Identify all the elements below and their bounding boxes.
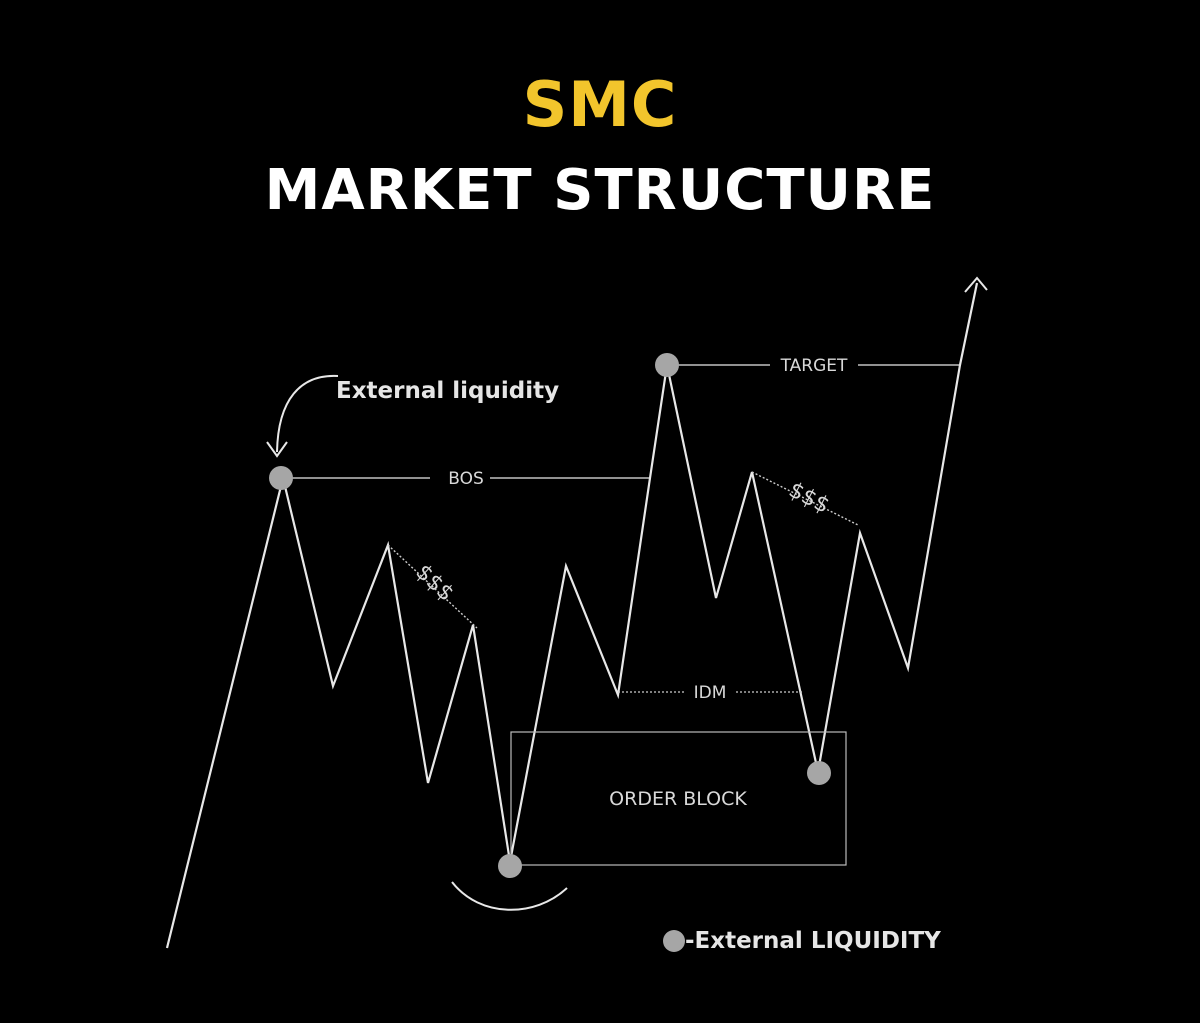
curved-arrow-head [266, 441, 288, 458]
legend: -External LIQUIDITY [663, 926, 941, 956]
arrow-up-icon [964, 276, 988, 293]
title-market-structure: MARKET STRUCTURE [264, 158, 936, 223]
bos-label: BOS [448, 469, 484, 489]
liquidity-dot-icon [663, 930, 685, 952]
title-smc: SMC [522, 68, 678, 141]
liquidity-dot-icon [807, 761, 831, 785]
order-block-box [510, 731, 847, 866]
external-liquidity-label: External liquidity [336, 378, 559, 404]
target-label: TARGET [780, 356, 848, 376]
dollars-label-1: $$$ [411, 560, 459, 607]
liquidity-trendline-1 [387, 544, 478, 629]
liquidity-dot-icon [655, 353, 679, 377]
liquidity-dot-icon [498, 854, 522, 878]
price-path [165, 282, 979, 949]
liquidity-dot-icon [269, 466, 293, 490]
curved-arrow-down-icon [276, 374, 339, 453]
swing-low-arc [451, 881, 568, 911]
dollars-label-2: $$$ [785, 478, 834, 519]
order-block-label: ORDER BLOCK [609, 788, 747, 810]
idm-label: IDM [694, 683, 727, 703]
legend-text: -External LIQUIDITY [685, 928, 941, 954]
